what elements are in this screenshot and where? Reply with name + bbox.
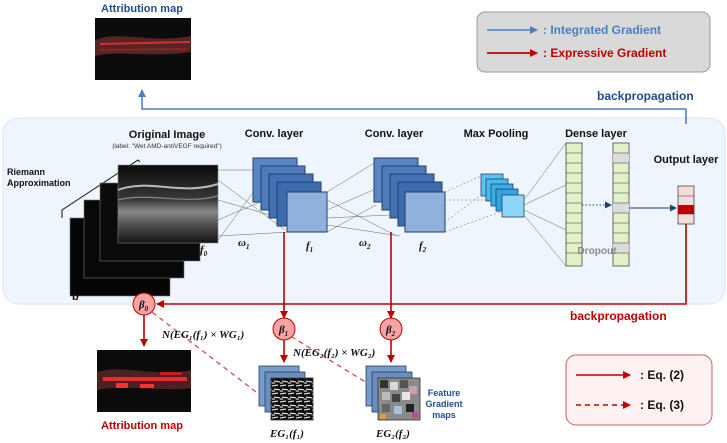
backprop-bottom-label: backpropagation <box>570 309 667 323</box>
eg2-label: EG₂(f₂) <box>375 428 410 440</box>
conv1-stack <box>252 157 328 233</box>
input-image-stack <box>69 164 219 297</box>
omega1-symbol: ω1 <box>238 237 249 251</box>
legend-eq3-label: : Eq. (3) <box>640 398 684 412</box>
pool-dense-connections <box>523 142 567 267</box>
omega2-symbol: ω2 <box>359 237 371 251</box>
formula-n1: N(EG₁(f₁) × WG₁) <box>161 329 244 341</box>
eq3-path-1 <box>151 311 257 393</box>
formula-n2: N(EG₂(f₂) × WG₂) <box>292 347 375 359</box>
input-subtitle: (label: "Wet AMD-antiVEGF required") <box>112 143 222 150</box>
input-conv1-connections <box>217 169 291 241</box>
conv1-conv2-connections <box>326 161 401 237</box>
f2-symbol: f2 <box>419 240 427 254</box>
beta1-symbol: β1 <box>278 324 288 338</box>
top-attribution-title: Attribution map <box>101 3 183 15</box>
conv2-label: Conv. layer <box>365 128 424 140</box>
feature-maps-line-3: maps <box>432 410 456 420</box>
f0-symbol: f0 <box>200 244 208 258</box>
top-attribution-image <box>95 18 191 80</box>
legend-eq2-label: : Eq. (2) <box>640 368 684 382</box>
beta2-symbol: β2 <box>385 324 396 338</box>
output-label: Output layer <box>654 154 720 166</box>
b-symbol: b <box>72 291 79 303</box>
riemann-line-1: Riemann <box>7 167 45 177</box>
integrated-gradient-path <box>138 89 687 124</box>
eq3-path-2 <box>291 336 373 387</box>
feature-maps-line-2: Gradient <box>425 399 462 409</box>
bottom-attribution-image <box>97 350 191 412</box>
dense-column-2 <box>612 142 630 267</box>
legend-bottom-box <box>565 354 713 426</box>
beta0-symbol: β0 <box>138 299 149 313</box>
eg1-map-stack <box>258 365 314 421</box>
maxpool-stack <box>480 173 525 218</box>
eg2-map-stack <box>365 365 421 421</box>
f1-symbol: f1 <box>306 240 313 254</box>
maxpool-label: Max Pooling <box>464 128 529 140</box>
backprop-top-label: backpropagation <box>597 89 694 103</box>
dense-label: Dense layer <box>565 128 627 140</box>
legend-top-box <box>476 11 711 73</box>
feature-maps-line-1: Feature <box>428 388 461 398</box>
bottom-attribution-title: Attribution map <box>101 420 183 432</box>
conv1-label: Conv. layer <box>245 128 304 140</box>
input-title: Original Image <box>129 129 205 141</box>
conv2-stack <box>373 157 446 233</box>
output-column <box>677 185 695 225</box>
dropout-label: Dropout <box>578 246 618 257</box>
eg1-label: EG₁(f₁) <box>269 428 304 440</box>
legend-expressive-label: : Expressive Gradient <box>543 46 666 60</box>
expressive-gradient-path <box>156 224 687 308</box>
legend-integrated-label: : Integrated Gradient <box>543 23 661 37</box>
riemann-line-2: Approximation <box>7 178 71 188</box>
